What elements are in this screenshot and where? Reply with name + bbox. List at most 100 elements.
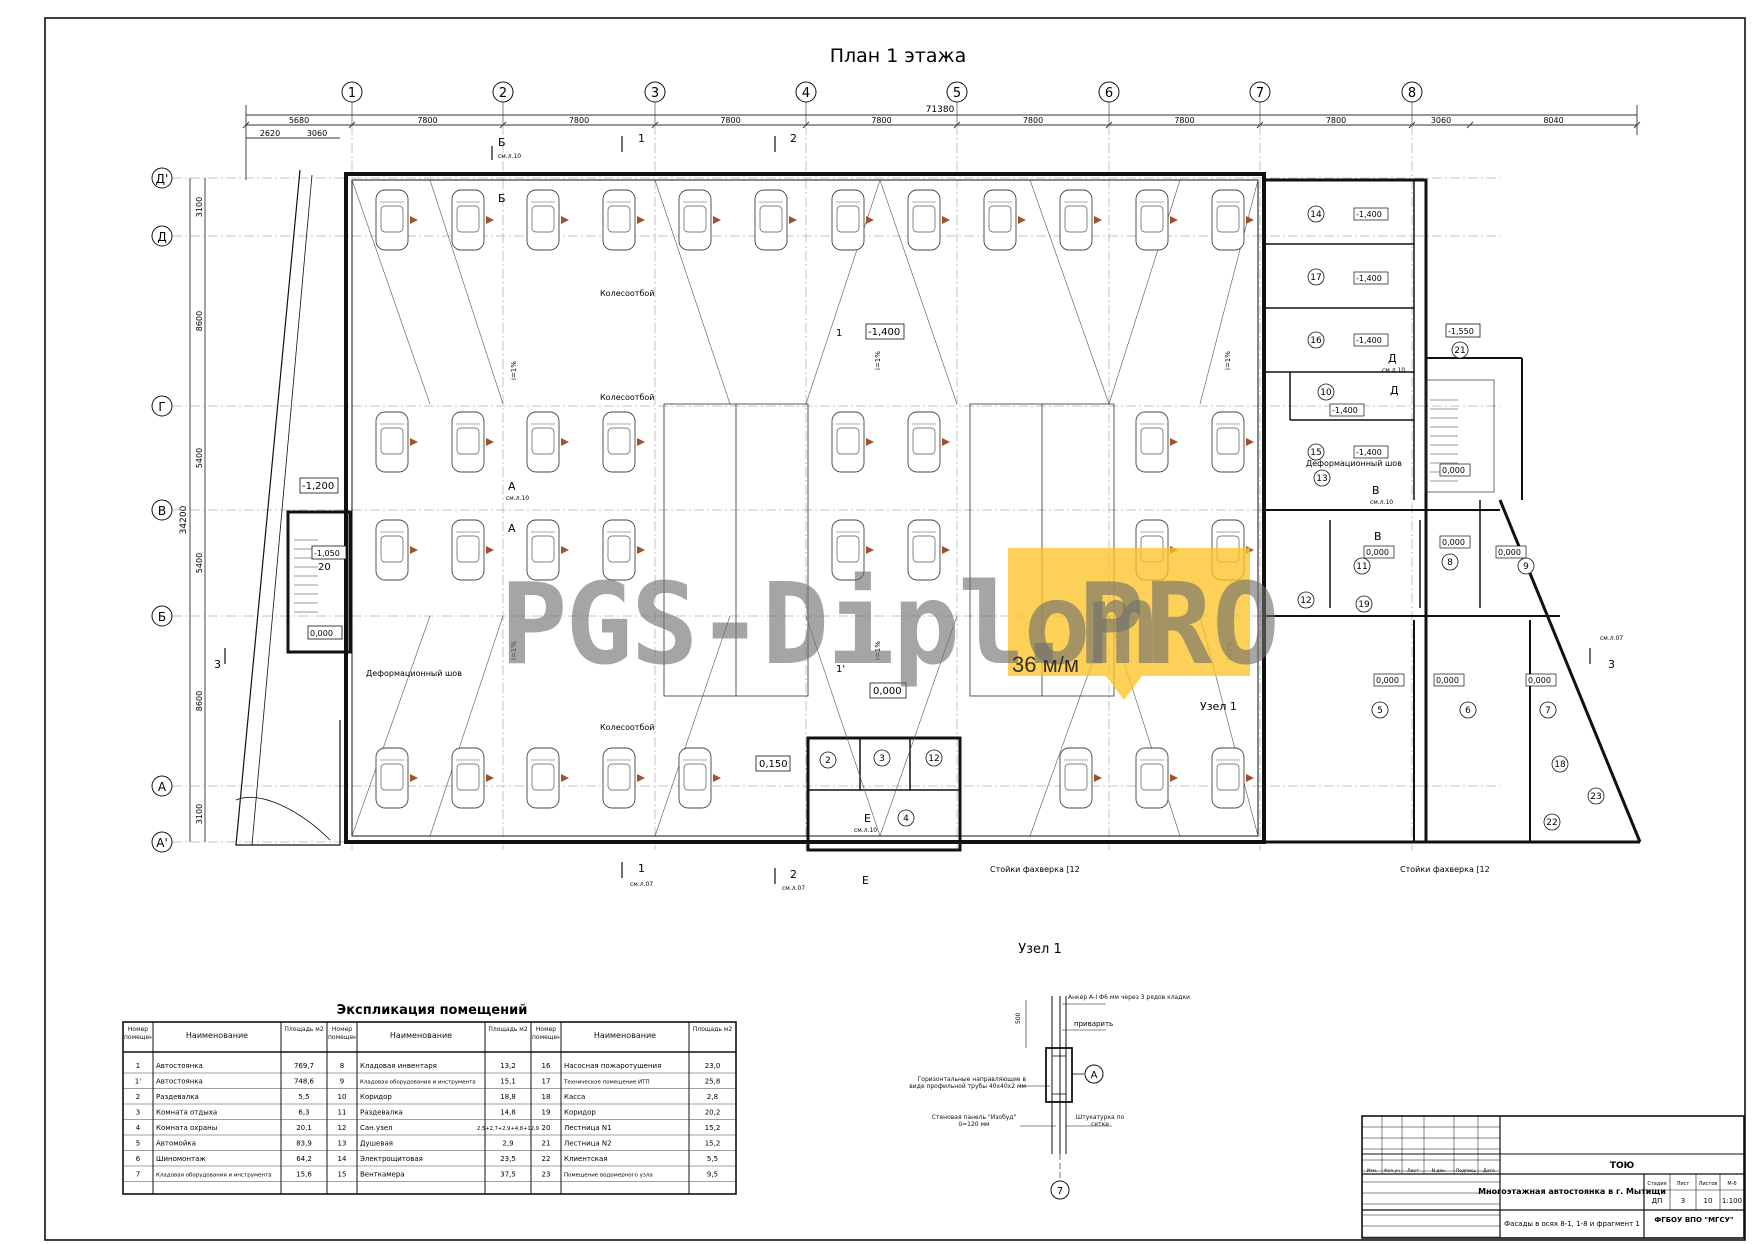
title-block-rows bbox=[1362, 1116, 1500, 1238]
room-number: 10 bbox=[1320, 388, 1332, 398]
expl-row-area: 37,5 bbox=[500, 1171, 516, 1179]
room-level: -1,400 bbox=[1356, 336, 1382, 345]
expl-row-num: 2 bbox=[136, 1093, 140, 1101]
expl-row-name: Коридор bbox=[360, 1093, 392, 1101]
room-level: 0,000 bbox=[1498, 548, 1521, 557]
expl-row-area: 20,2 bbox=[705, 1109, 721, 1117]
expl-row-num: 9 bbox=[340, 1078, 344, 1086]
car bbox=[451, 519, 494, 581]
expl-row-name: Автостоянка bbox=[156, 1062, 203, 1070]
row-dim-label: 5400 bbox=[195, 553, 204, 573]
room-level: 0,000 bbox=[1366, 548, 1389, 557]
cars bbox=[375, 189, 1254, 809]
room-number: 18 bbox=[1554, 760, 1566, 770]
expl-row-area: 769,7 bbox=[294, 1062, 314, 1070]
section-b-mid: Б bbox=[498, 192, 506, 205]
expl-header: Наименование bbox=[185, 1031, 249, 1040]
room-level: 0,000 bbox=[1442, 466, 1465, 475]
car bbox=[451, 747, 494, 809]
car bbox=[526, 411, 569, 473]
col-axis-label: 5 bbox=[953, 86, 961, 101]
room-number-bubble bbox=[1307, 331, 1325, 349]
room-level: 0,000 bbox=[1436, 676, 1459, 685]
title-block: ТОЮ Многоэтажная автостоянка в г. Мытищи… bbox=[1361, 1115, 1745, 1239]
explication: Экспликация помещений Номер помещенияНаи… bbox=[122, 1003, 737, 1195]
expl-row-num: 1 bbox=[136, 1062, 140, 1070]
row-axis-label: Б bbox=[158, 610, 166, 624]
room-level: -1,400 bbox=[1356, 210, 1382, 219]
node-axis-a: А bbox=[1091, 1070, 1098, 1081]
section-3-left: 3 bbox=[214, 658, 221, 671]
expl-row-num: 18 bbox=[542, 1093, 551, 1101]
guard-box bbox=[806, 736, 962, 852]
section-2-bottom-ref: см.л.07 bbox=[782, 885, 805, 892]
section-2-top: 2 bbox=[790, 132, 797, 145]
room-number: 15 bbox=[1310, 448, 1321, 458]
tb-project: Многоэтажная автостоянка в г. Мытищи bbox=[1478, 1187, 1666, 1196]
car bbox=[831, 519, 874, 581]
top-dim-label: 8040 bbox=[1543, 116, 1563, 125]
section-marker-labels: 1 2 Б см.л.10 1 см.л.07 2 см.л.07 Е 3 3 … bbox=[214, 132, 1623, 892]
section-3-right: 3 bbox=[1608, 658, 1615, 671]
section-a-1-ref: см.л.10 bbox=[506, 495, 529, 502]
expl-row-area: 2,9 bbox=[502, 1140, 513, 1148]
node-dim: 500 bbox=[1015, 1012, 1022, 1024]
expl-row-name: Раздевалка bbox=[156, 1093, 199, 1101]
room-1-num: 1 bbox=[836, 328, 842, 339]
expl-row-area: 83,9 bbox=[296, 1140, 312, 1148]
section-e-bottom: Е bbox=[862, 874, 869, 887]
section-v-1: В bbox=[1372, 484, 1380, 497]
car bbox=[602, 411, 645, 473]
expl-row-area: 23,5 bbox=[500, 1155, 516, 1163]
section-v-2: В bbox=[1374, 530, 1382, 543]
expl-row-area: 5,5 bbox=[707, 1155, 718, 1163]
room-number: 5 bbox=[1377, 706, 1383, 716]
slope-label-5: i=1% bbox=[874, 641, 882, 660]
section-1-bottom-ref: см.л.07 bbox=[630, 881, 653, 888]
section-b-top-ref: см.л.10 bbox=[498, 153, 521, 160]
tb-col-head: Кол.уч bbox=[1384, 1168, 1400, 1174]
expl-row-num: 16 bbox=[542, 1062, 551, 1070]
car bbox=[451, 411, 494, 473]
top-dim-label: 7800 bbox=[1326, 116, 1346, 125]
node-anchor-note: Анкер А-I Ф6 мм через 3 рядов кладки bbox=[1068, 994, 1190, 1001]
section-e-box-ref: см.л.10 bbox=[854, 827, 877, 834]
room-number-bubble bbox=[1543, 813, 1561, 831]
car bbox=[375, 747, 418, 809]
room-number: 17 bbox=[1310, 273, 1321, 283]
section-1-top: 1 bbox=[638, 132, 645, 145]
car bbox=[983, 189, 1026, 251]
car bbox=[375, 519, 418, 581]
car bbox=[602, 189, 645, 251]
expl-row-area: 64,2 bbox=[296, 1155, 312, 1163]
car bbox=[1135, 189, 1178, 251]
plan-title: План 1 этажа bbox=[830, 45, 967, 67]
room-1b-num: 1' bbox=[836, 664, 845, 675]
parking-walls bbox=[344, 172, 1642, 844]
expl-header: Наименование bbox=[389, 1031, 453, 1040]
expl-row-area: 2,8 bbox=[707, 1093, 718, 1101]
box-room-number: 4 bbox=[903, 814, 909, 824]
room-level: 0,000 bbox=[1528, 676, 1551, 685]
expl-row-num: 23 bbox=[542, 1171, 551, 1179]
expl-row-name: Техническое помещение ИТП bbox=[563, 1080, 650, 1086]
expl-row-name: Автомойка bbox=[156, 1140, 196, 1148]
room-number: 12 bbox=[1300, 596, 1311, 606]
tb-col-head: N док. bbox=[1432, 1168, 1447, 1174]
section-d-2: Д bbox=[1390, 384, 1399, 397]
tb-stage-value: 1:100 bbox=[1722, 1197, 1742, 1205]
car bbox=[754, 189, 797, 251]
kolesootboi-label-2: Колесоотбой bbox=[600, 393, 654, 402]
top-subdim-label: 3060 bbox=[307, 129, 327, 138]
tb-stage-head: Листов bbox=[1699, 1181, 1718, 1187]
row-dim-label: 3100 bbox=[195, 197, 204, 217]
car bbox=[602, 519, 645, 581]
expl-row-area: 20,1 bbox=[296, 1124, 312, 1132]
expl-row-num: 1' bbox=[135, 1078, 141, 1086]
expl-row-area: 6,3 bbox=[298, 1109, 309, 1117]
expl-row-area: 15,1 bbox=[500, 1078, 516, 1086]
level-left: -1,200 bbox=[302, 481, 334, 492]
